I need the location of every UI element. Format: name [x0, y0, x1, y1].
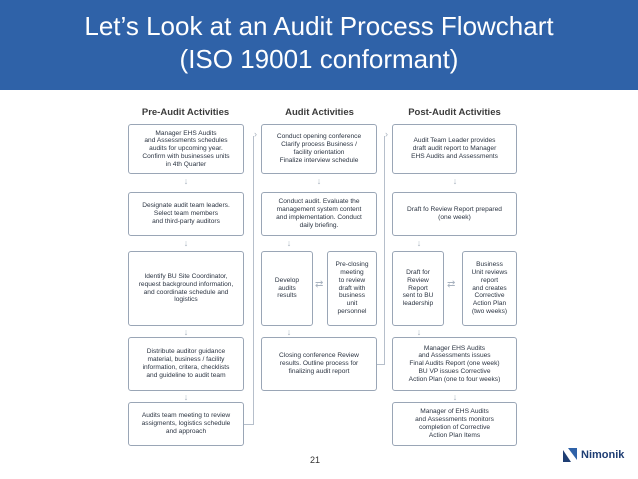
post-audit-step-draft-prepared: Draft fo Review Report prepared (one wee…	[392, 192, 517, 236]
audit-step-closing-conference: Closing conference Review results. Outli…	[261, 337, 377, 391]
audit-step-pre-closing-meeting: Pre-closing meeting to review draft with…	[327, 251, 377, 326]
exchange-arrows-icon: ⇄	[315, 279, 324, 290]
pre-audit-step-distribute: Distribute auditor guidance material, bu…	[128, 337, 244, 391]
title-banner: Let’s Look at an Audit Process Flowchart…	[0, 0, 638, 90]
pre-audit-step-designate: Designate audit team leaders. Select tea…	[128, 192, 244, 236]
down-arrow-icon: ↓	[452, 176, 458, 186]
down-arrow-icon: ↓	[183, 392, 189, 402]
down-arrow-icon: ↓	[416, 238, 422, 248]
slide-title-line1: Let’s Look at an Audit Process Flowchart	[84, 11, 554, 41]
column-title-pre-audit: Pre-Audit Activities	[141, 107, 230, 118]
audit-step-opening-conference: Conduct opening conference Clarify proce…	[261, 124, 377, 174]
column-title-audit: Audit Activities	[285, 107, 354, 118]
post-audit-step-draft-provided: Audit Team Leader provides draft audit r…	[392, 124, 517, 174]
column-title-post-audit: Post-Audit Activities	[408, 107, 501, 118]
brand-logo: Nimonik	[562, 447, 624, 463]
post-audit-step-final-report: Manager EHS Audits and Assessments issue…	[392, 337, 517, 391]
down-arrow-icon: ↓	[286, 238, 292, 248]
down-arrow-icon: ↓	[286, 327, 292, 337]
audit-step-develop-results: Develop audits results	[261, 251, 313, 326]
right-arrow-icon: ›	[254, 129, 257, 139]
post-audit-step-sent-to-bu: Draft for Review Report sent to BU leade…	[392, 251, 444, 326]
post-audit-step-bu-reviews: Business Unit reviews report and creates…	[462, 251, 517, 326]
connector-line	[253, 136, 254, 425]
pre-audit-step-identify: Identify BU Site Coordinator, request ba…	[128, 251, 244, 326]
nimonik-logo-icon	[563, 448, 577, 462]
down-arrow-icon: ↓	[183, 238, 189, 248]
page-number: 21	[309, 455, 320, 465]
pre-audit-step-team-meeting: Audits team meeting to review assigments…	[128, 402, 244, 446]
pre-audit-step-schedule: Manager EHS Audits and Assessments sched…	[128, 124, 244, 174]
down-arrow-icon: ↓	[316, 176, 322, 186]
down-arrow-icon: ↓	[183, 176, 189, 186]
down-arrow-icon: ↓	[452, 392, 458, 402]
right-arrow-icon: ›	[385, 129, 388, 139]
slide-title-line2: (ISO 19001 conformant)	[179, 44, 459, 74]
audit-step-conduct: Conduct audit. Evaluate the management s…	[261, 192, 377, 236]
connector-line	[244, 424, 254, 425]
down-arrow-icon: ↓	[183, 327, 189, 337]
post-audit-step-monitor: Manager of EHS Audits and Assessments mo…	[392, 402, 517, 446]
down-arrow-icon: ↓	[416, 327, 422, 337]
connector-line	[384, 136, 385, 365]
connector-line	[377, 364, 384, 365]
brand-name: Nimonik	[581, 449, 625, 461]
exchange-arrows-icon: ⇄	[447, 279, 456, 290]
